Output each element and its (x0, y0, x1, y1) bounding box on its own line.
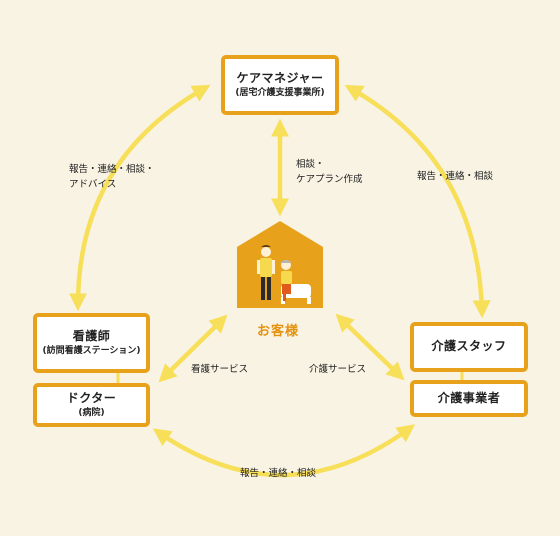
label-caremanager-customer: 相談・ ケアプラン作成 (296, 158, 363, 187)
label-carestaff-customer-line1: 介護サービス (309, 364, 367, 375)
label-doctor-careprovider: 報告・連絡・相談 (240, 467, 316, 482)
label-nurse-caremanager-line2: アドバイス (69, 178, 117, 190)
arrow-doctor-careprovider (152, 424, 416, 478)
label-caremanager-customer-line1: 相談・ (296, 159, 325, 170)
label-nurse-caremanager: 報告・連絡・相談・ アドバイス (69, 163, 155, 192)
nurse-box: 看護師 (訪問看護ステーション) (33, 313, 150, 373)
arrow-caremanager-carestaff (344, 84, 491, 319)
label-caremanager-carestaff: 報告・連絡・相談 (417, 170, 493, 185)
label-carestaff-customer: 介護サービス (309, 363, 366, 378)
care-provider-box: 介護事業者 (410, 380, 528, 417)
nurse-subtitle: (訪問看護ステーション) (42, 345, 141, 356)
label-doctor-careprovider-line1: 報告・連絡・相談 (240, 468, 317, 479)
care-staff-title: 介護スタッフ (431, 339, 507, 354)
arrow-customer-carestaff (335, 313, 405, 381)
house-icon (237, 221, 323, 308)
doctor-box: ドクター (病院) (33, 383, 150, 427)
doctor-title: ドクター (66, 390, 117, 405)
doctor-subtitle: (病院) (78, 407, 105, 418)
care-manager-box: ケアマネジャー (居宅介護支援事業所) (221, 55, 339, 115)
arrow-nurse-customer (158, 314, 228, 383)
label-caremanager-customer-line2: ケアプラン作成 (296, 173, 363, 185)
customer-label: お客様 (257, 324, 300, 339)
care-manager-subtitle: (居宅介護支援事業所) (235, 87, 325, 98)
nurse-title: 看護師 (72, 328, 111, 343)
label-nurse-customer: 看護サービス (191, 363, 248, 378)
label-nurse-customer-line1: 看護サービス (191, 364, 249, 375)
care-staff-box: 介護スタッフ (410, 322, 528, 372)
arrow-nurse-caremanager (69, 84, 211, 312)
label-caremanager-carestaff-line1: 報告・連絡・相談 (417, 171, 494, 182)
care-provider-title: 介護事業者 (437, 390, 501, 405)
care-manager-title: ケアマネジャー (236, 70, 324, 85)
label-nurse-caremanager-line1: 報告・連絡・相談・ (69, 164, 155, 175)
